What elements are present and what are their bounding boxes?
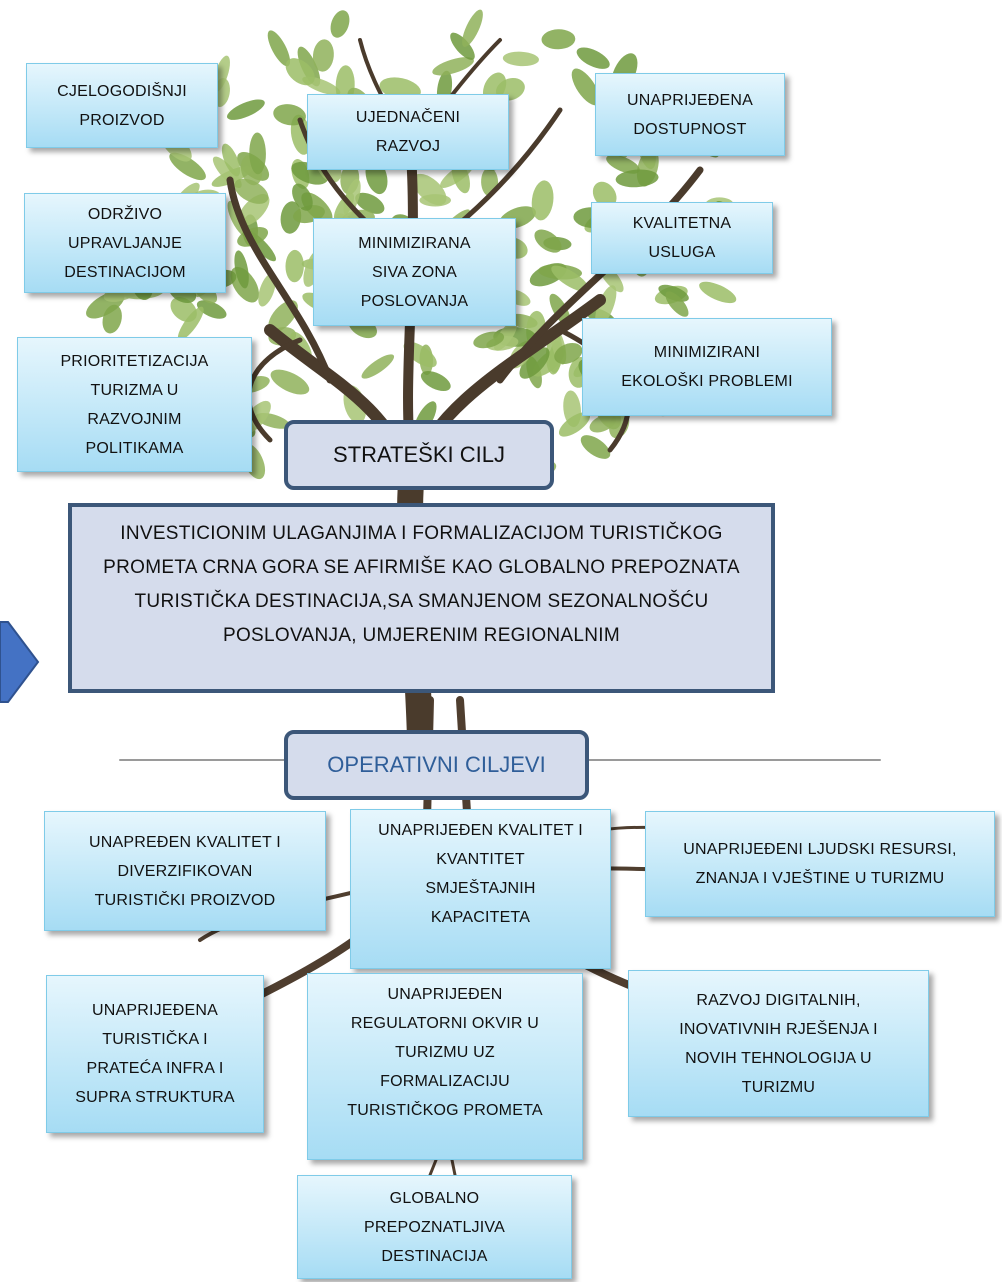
crown-box-sustainable-management: ODRŽIVO UPRAVLJANJE DESTINACIJOM xyxy=(24,193,226,293)
leaf xyxy=(102,304,122,334)
crown-box-improved-accessibility: UNAPRIJEĐENA DOSTUPNOST xyxy=(595,73,785,156)
leaf xyxy=(177,306,204,341)
leaf xyxy=(267,30,291,67)
leaf xyxy=(462,9,483,47)
leaf xyxy=(531,180,554,221)
leaf xyxy=(420,370,451,392)
root-box-global-destination: GLOBALNO PREPOZNATLJIVA DESTINACIJA xyxy=(297,1175,572,1279)
leaf xyxy=(665,291,689,317)
leaf xyxy=(473,331,505,349)
leaf xyxy=(419,194,452,207)
strategic-goal-header: STRATEŠKI CILJ xyxy=(284,420,554,490)
leaf xyxy=(212,156,242,189)
strategic-goal-text: INVESTICIONIM ULAGANJIMA I FORMALIZACIJO… xyxy=(68,503,775,693)
root-box-accommodation: UNAPRIJEĐEN KVALITET I KVANTITET SMJEŠTA… xyxy=(350,809,611,969)
crown-box-grey-zone: MINIMIZIRANA SIVA ZONA POSLOVANJA xyxy=(313,218,516,326)
root-box-infrastructure: UNAPRIJEĐENA TURISTIČKA I PRATEĆA INFRA … xyxy=(46,975,264,1133)
leaf xyxy=(606,154,640,174)
crown-box-quality-service: KVALITETNA USLUGA xyxy=(591,202,773,274)
crown-box-tourism-prioritization: PRIORITETIZACIJA TURIZMA U RAZVOJNIM POL… xyxy=(17,337,252,472)
leaf xyxy=(502,51,539,67)
root-box-human-resources: UNAPRIJEĐENI LJUDSKI RESURSI, ZNANJA I V… xyxy=(645,811,995,917)
leaf xyxy=(361,354,395,379)
leaf xyxy=(551,265,589,292)
leaf xyxy=(249,132,266,175)
leaf xyxy=(234,250,249,289)
leaf xyxy=(541,29,576,50)
leaf xyxy=(519,347,550,379)
root-box-regulatory-framework: UNAPRIJEĐEN REGULATORNI OKVIR U TURIZMU … xyxy=(307,973,583,1160)
leaf xyxy=(576,47,610,69)
root-box-digital-solutions: RAZVOJ DIGITALNIH, INOVATIVNIH RJEŠENJA … xyxy=(628,970,929,1117)
leaf xyxy=(196,300,227,319)
leaf xyxy=(312,39,334,72)
leaf xyxy=(169,152,206,181)
leaf xyxy=(571,68,600,106)
leaf xyxy=(558,412,591,437)
leaf xyxy=(554,343,583,364)
leaf xyxy=(595,285,617,327)
leaf xyxy=(615,169,659,188)
leaf xyxy=(221,143,241,177)
leaf xyxy=(234,178,269,204)
leaf xyxy=(534,229,562,253)
leaf xyxy=(330,10,350,38)
operational-goals-header: OPERATIVNI CILJEVI xyxy=(284,730,589,800)
crown-box-year-round-product: CJELOGODIŠNJI PROIZVOD xyxy=(26,63,218,148)
leaf xyxy=(699,281,737,304)
leaf xyxy=(592,181,617,208)
leaf xyxy=(432,57,474,76)
leaf xyxy=(450,32,475,60)
leaf xyxy=(580,435,611,459)
leaf xyxy=(285,249,304,283)
left-arrow-icon xyxy=(0,621,40,703)
leaf xyxy=(292,183,313,211)
leaf xyxy=(280,201,302,234)
leaf xyxy=(343,178,361,217)
root-box-tourism-product: UNAPREĐEN KVALITET I DIVERZIFIKOVAN TURI… xyxy=(44,811,326,931)
leaf xyxy=(227,99,265,120)
leaf xyxy=(589,414,617,433)
crown-box-ecological-problems: MINIMIZIRANI EKOLOŠKI PROBLEMI xyxy=(582,318,832,416)
leaf xyxy=(270,369,310,395)
leaf xyxy=(258,273,276,307)
leaf xyxy=(285,58,315,86)
crown-box-balanced-development: UJEDNAČENI RAZVOJ xyxy=(307,94,509,170)
leaf xyxy=(355,192,385,214)
leaf xyxy=(493,321,518,351)
